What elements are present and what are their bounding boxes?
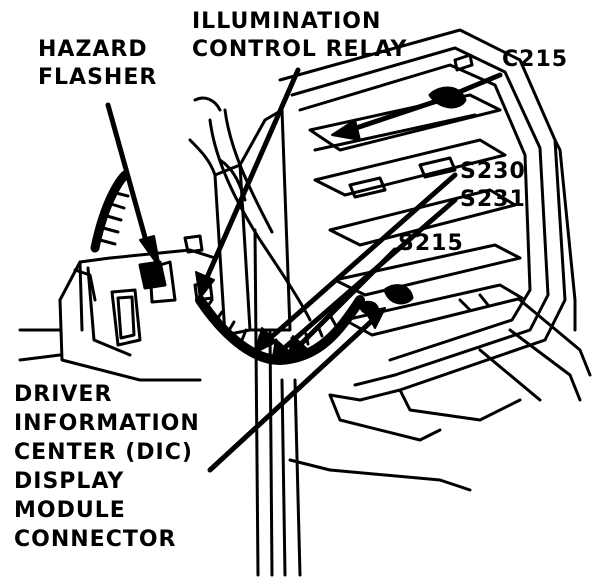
console-pillar: [213, 108, 302, 577]
label-dic-line3: CENTER (DIC): [14, 440, 193, 465]
label-s231: S231: [460, 187, 526, 212]
label-c215: C215: [502, 47, 569, 72]
label-hazard-flasher: HAZARD FLASHER: [38, 36, 157, 92]
label-s230: S230: [460, 159, 526, 184]
label-dic-line6: CONNECTOR: [14, 527, 177, 552]
label-hazard-flasher-line1: HAZARD: [38, 37, 148, 62]
label-illumination-line1: ILLUMINATION: [192, 9, 382, 34]
label-dic-line4: DISPLAY: [14, 469, 125, 494]
dash-panel-outline: [18, 248, 217, 382]
label-dic-line1: DRIVER: [14, 382, 113, 407]
corrugated-harness-left: [90, 170, 130, 253]
label-s215: S215: [398, 231, 464, 256]
label-dic-line5: MODULE: [14, 498, 126, 523]
connector-blobs: [138, 86, 467, 315]
label-dic-line2: INFORMATION: [14, 411, 200, 436]
label-illumination-line2: CONTROL RELAY: [192, 37, 408, 62]
center-stack-frame: [278, 28, 592, 492]
label-hazard-flasher-line2: FLASHER: [38, 65, 158, 90]
leader-arrows: [105, 67, 503, 473]
label-illumination-control-relay: ILLUMINATION CONTROL RELAY: [192, 8, 407, 64]
label-dic-display-module-connector: DRIVER INFORMATION CENTER (DIC) DISPLAY …: [14, 380, 200, 554]
